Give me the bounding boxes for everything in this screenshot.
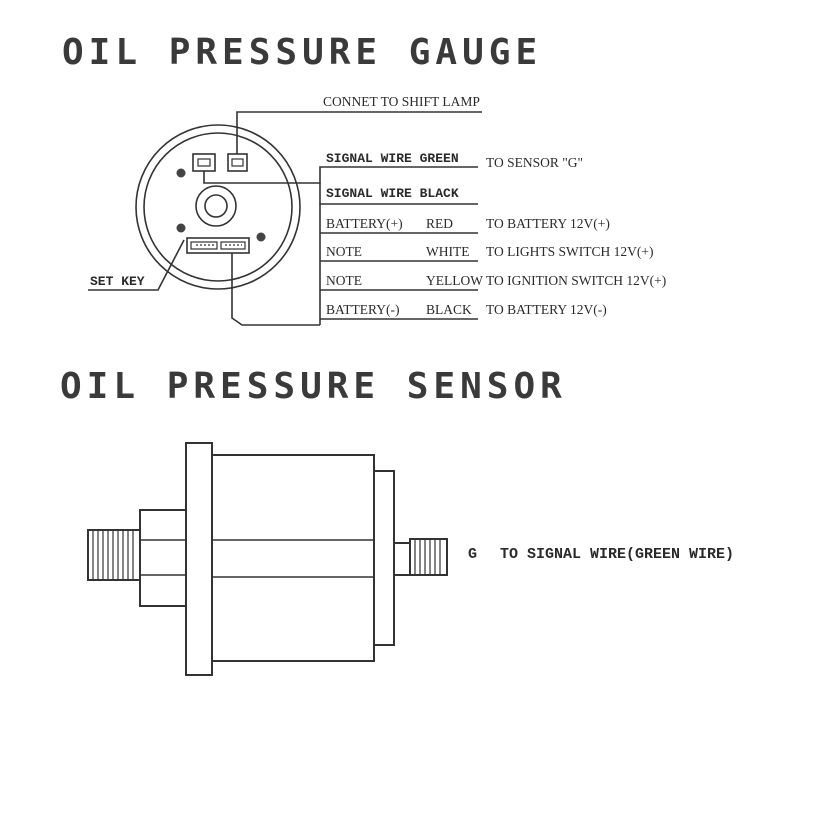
wire-destination: TO SENSOR "G" — [486, 155, 583, 170]
signal-connector-icon — [192, 153, 216, 172]
terminal-label: TO SIGNAL WIRE(GREEN WIRE) — [500, 546, 734, 563]
wire-name: NOTE — [326, 244, 362, 259]
screw-icon — [256, 232, 266, 242]
set-key-label: SET KEY — [90, 274, 145, 289]
wire-color: WHITE — [426, 244, 469, 259]
lamp-connector-icon — [227, 153, 248, 172]
sensor-drawing — [87, 442, 448, 676]
screw-icon — [176, 168, 186, 178]
screw-icon — [176, 223, 186, 233]
wire-name: BATTERY(-) — [326, 302, 400, 317]
sensor-body — [211, 454, 375, 662]
gauge-title: OIL PRESSURE GAUGE — [62, 32, 542, 73]
hex-nut — [139, 509, 187, 607]
leader-lines — [88, 111, 482, 326]
wire-name: BATTERY(+) — [326, 216, 403, 231]
wire-name: NOTE — [326, 273, 362, 288]
wire-destination: TO BATTERY 12V(-) — [486, 302, 607, 317]
wire-destination: TO LIGHTS SWITCH 12V(+) — [486, 244, 653, 259]
wire-color: YELLOW — [426, 273, 483, 288]
thread-icon — [92, 531, 134, 579]
wire-destination: TO BATTERY 12V(+) — [486, 216, 610, 231]
wire-name: SIGNAL WIRE GREEN — [326, 151, 459, 166]
sensor-title: OIL PRESSURE SENSOR — [60, 366, 567, 407]
wire-color: BLACK — [426, 302, 472, 317]
wire-color: RED — [426, 216, 453, 231]
terminal-letter: G — [468, 546, 477, 563]
g-terminal-icon — [409, 538, 448, 576]
power-connector-icon — [186, 237, 250, 254]
shift-lamp-label: CONNET TO SHIFT LAMP — [323, 94, 480, 109]
flange — [185, 442, 213, 676]
wire-name: SIGNAL WIRE BLACK — [326, 186, 459, 201]
wire-destination: TO IGNITION SWITCH 12V(+) — [486, 273, 666, 288]
gauge-back-view — [135, 124, 301, 290]
